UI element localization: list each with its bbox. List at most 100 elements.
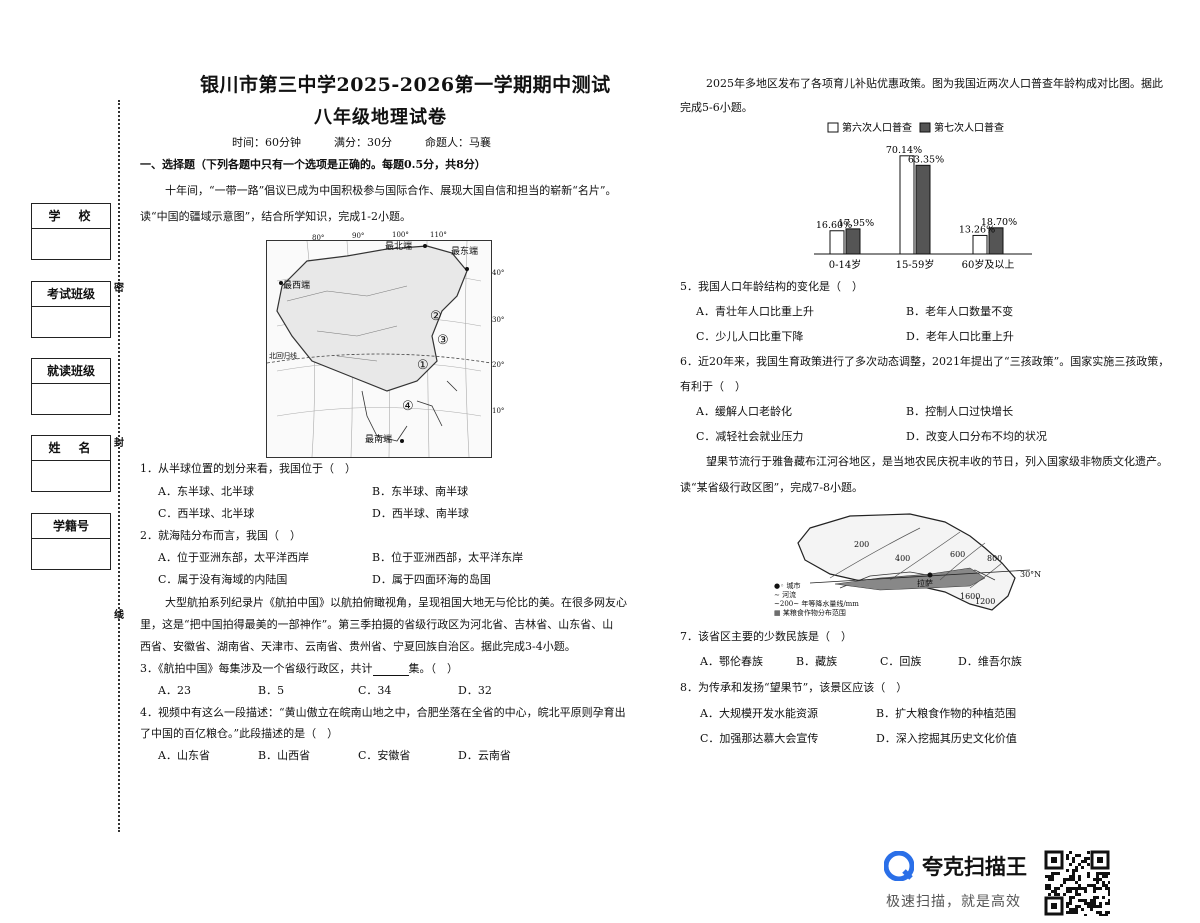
q6-option-b[interactable]: B．控制人口过快增长 [906, 405, 1014, 418]
scanner-logo-icon [884, 851, 914, 881]
right-intro: 完成5-6小题。 [680, 101, 753, 114]
study-class-box: 就读班级 [31, 358, 111, 415]
lat-label: 30° [492, 316, 505, 324]
intro-text: 十年间，“一带一路”倡议已成为中国积极参与国际合作、展现大国自信和担当的崭新“名… [165, 184, 617, 197]
q8-option-d[interactable]: D．深入挖掘其历史文化价值 [876, 732, 1017, 745]
q2-option-d[interactable]: D．属于四面环海的岛国 [372, 573, 491, 586]
population-age-chart: 第六次人口普查 第七次人口普查 16.60%17.95%70.14%63.35%… [814, 121, 1032, 271]
chart-legend: 第六次人口普查 第七次人口普查 [827, 121, 1004, 134]
contour-label: 1200 [975, 597, 996, 606]
q6-option-a[interactable]: A．缓解人口老龄化 [696, 405, 792, 418]
q5-option-a[interactable]: A．青壮年人口比重上升 [696, 305, 814, 318]
q3-option-c[interactable]: C．34 [358, 684, 392, 697]
scanner-brand: 夸克扫描王 [922, 855, 1027, 879]
chart-bars [829, 155, 1004, 255]
bar-7th-2 [988, 227, 1004, 255]
q8-option-a[interactable]: A．大规模开发水能资源 [700, 707, 818, 720]
name-box: 姓 名 [31, 435, 111, 492]
contour-label: 400 [895, 554, 911, 563]
school-label: 学 校 [32, 204, 110, 229]
q7-option-a[interactable]: A．鄂伦春族 [700, 655, 763, 668]
bar-7th-0 [845, 228, 861, 255]
school-field[interactable] [32, 229, 110, 259]
q4-stem: 了中国的百亿粮仓。”此段描述的是（ ） [140, 727, 339, 740]
value-label-7th-0: 17.95% [838, 218, 874, 229]
q2-option-c[interactable]: C．属于没有海域的内陆国 [158, 573, 288, 586]
intro-text: 读“中国的疆域示意图”，结合所学知识，完成1-2小题。 [140, 210, 411, 223]
q3-option-b[interactable]: B．5 [258, 684, 285, 697]
student-id-field[interactable] [32, 539, 110, 569]
name-field[interactable] [32, 461, 110, 491]
q2-option-a[interactable]: A．位于亚洲东部，太平洋西岸 [158, 551, 309, 564]
q1-option-d[interactable]: D．西半球、南半球 [372, 507, 469, 520]
lat-label: 20° [492, 361, 505, 369]
lat-label: 10° [492, 407, 505, 415]
q4-option-d[interactable]: D．云南省 [458, 749, 511, 762]
province-map-svg [797, 513, 1031, 611]
value-label-6th-2: 13.26% [959, 224, 995, 235]
contour-label: 600 [950, 550, 966, 559]
chart-value-labels: 16.60%17.95%70.14%63.35%13.26%18.70% [816, 145, 1017, 236]
q5-option-d[interactable]: D．老年人口比重上升 [906, 330, 1014, 343]
lon-label: 110° [430, 231, 447, 239]
lon-label: 100° [392, 231, 409, 239]
exam-class-field[interactable] [32, 307, 110, 337]
q3-blank[interactable] [372, 665, 409, 676]
q7-option-b[interactable]: B．藏族 [796, 655, 838, 668]
contour-label: 800 [987, 554, 1003, 563]
marker-4: ④ [402, 399, 414, 414]
q5-stem: 5．我国人口年龄结构的变化是（ ） [680, 280, 863, 293]
legend-river: ∼ 河流 [774, 591, 797, 599]
city-label: 拉萨 [917, 579, 933, 588]
q3-option-a[interactable]: A．23 [158, 684, 191, 697]
q8-option-b[interactable]: B．扩大粮食作物的种植范围 [876, 707, 1017, 720]
q3-stem-b: 集。（ ） [408, 662, 459, 675]
province-map: 200 400 600 800 1200 1600 拉萨 30°N ●◦ 城市 … [770, 508, 1041, 626]
binding-line [118, 100, 120, 832]
q1-option-b[interactable]: B．东半球、南半球 [372, 485, 469, 498]
q6-option-d[interactable]: D．改变人口分布不均的状况 [906, 430, 1047, 443]
q3-stem-a: 3．《航拍中国》每集涉及一个省级行政区，共计 [140, 662, 373, 675]
seal-char: 密 [114, 283, 124, 294]
q1-option-c[interactable]: C．西半球、北半球 [158, 507, 255, 520]
name-label: 姓 名 [32, 436, 110, 461]
exam-class-label: 考试班级 [32, 282, 110, 307]
q6-stem: 6．近20年来，我国生育政策进行了多次动态调整，2021年提出了“三孩政策”。国… [680, 355, 1170, 368]
passage-text: 望果节流行于雅鲁藏布江河谷地区，是当地农民庆祝丰收的节日，列入国家级非物质文化遗… [706, 455, 1168, 468]
q4-option-a[interactable]: A．山东省 [158, 749, 210, 762]
bar-6th-0 [829, 230, 845, 255]
marker-2: ② [430, 309, 442, 324]
study-class-field[interactable] [32, 384, 110, 414]
q7-option-c[interactable]: C．回族 [880, 655, 922, 668]
lat-label: 40° [492, 269, 505, 277]
lon-label: 80° [312, 234, 325, 242]
passage-text: 里，这是“把中国拍得最美的一部神作”。第三季拍摄的省级行政区为河北省、吉林省、山… [140, 618, 614, 631]
q5-option-c[interactable]: C．少儿人口比重下降 [696, 330, 804, 343]
exam-subtitle: 八年级地理试卷 [314, 107, 447, 128]
q4-option-b[interactable]: B．山西省 [258, 749, 311, 762]
contour-label: 200 [854, 540, 870, 549]
q5-option-b[interactable]: B．老年人口数量不变 [906, 305, 1014, 318]
bar-7th-1 [915, 164, 931, 255]
map2-legend: ●◦ 城市 ∼ 河流 ~200~ 年等降水量线/mm ▦ 某粮食作物分布范围 [774, 582, 859, 618]
category-label-1: 15-59岁 [896, 258, 935, 271]
contour-label: 1600 [960, 592, 981, 601]
value-label-7th-2: 18.70% [981, 217, 1017, 228]
legend-label-7th: 第七次人口普查 [934, 121, 1004, 134]
q1-option-a[interactable]: A．东半球、北半球 [158, 485, 254, 498]
q4-option-c[interactable]: C．安徽省 [358, 749, 411, 762]
legend-swatch-6th [827, 122, 839, 133]
q3-option-d[interactable]: D．32 [458, 684, 492, 697]
q2-stem: 2．就海陆分布而言，我国（ ） [140, 529, 301, 542]
q7-option-d[interactable]: D．维吾尔族 [958, 655, 1022, 668]
legend-label-6th: 第六次人口普查 [842, 121, 912, 134]
q8-option-c[interactable]: C．加强那达慕大会宣传 [700, 732, 819, 745]
q2-option-b[interactable]: B．位于亚洲西部，太平洋东岸 [372, 551, 524, 564]
westmost-label: 最西端 [283, 281, 311, 291]
bar-6th-1 [899, 155, 915, 255]
q6-option-c[interactable]: C．减轻社会就业压力 [696, 430, 804, 443]
northmost-label: 最北端 [385, 242, 413, 252]
marker-1: ① [417, 358, 429, 373]
section-heading: 一、选择题（下列各题中只有一个选项是正确的。每题0.5分，共8分） [140, 158, 486, 171]
